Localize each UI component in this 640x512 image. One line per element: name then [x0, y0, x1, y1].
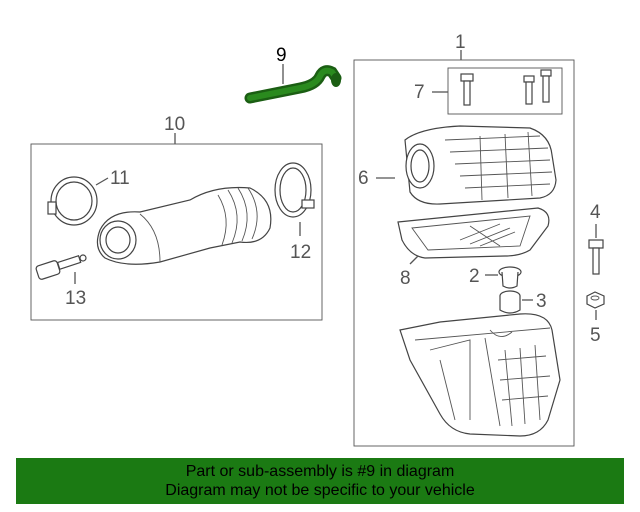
group-10-box [30, 143, 323, 321]
clamp-part-11[interactable] [47, 176, 98, 226]
filter-element-part-8[interactable] [397, 207, 550, 259]
callout-5: 5 [590, 325, 601, 346]
parts-diagram: 9 10 11 12 13 1 7 [30, 32, 605, 447]
leader-11 [95, 177, 109, 186]
bolts-box-7 [447, 67, 563, 115]
callout-8: 8 [400, 268, 411, 289]
callout-11: 11 [110, 168, 130, 189]
hose-part-9[interactable] [244, 65, 342, 104]
bolt-set-part-7[interactable] [460, 69, 552, 106]
banner-line-1: Part or sub-assembly is #9 in diagram [185, 463, 455, 480]
airbox-cover-part-6[interactable] [404, 125, 557, 205]
clamp-part-12[interactable] [274, 162, 315, 218]
nut-part-5[interactable] [586, 291, 605, 309]
group-1-box [353, 59, 575, 447]
callout-1: 1 [455, 32, 466, 53]
info-banner: Part or sub-assembly is #9 in diagram Di… [16, 458, 624, 504]
callout-9: 9 [276, 45, 287, 66]
grommet-part-2[interactable] [498, 266, 522, 289]
callout-12: 12 [290, 242, 311, 263]
bolt-part-4[interactable] [588, 239, 604, 275]
sensor-part-13[interactable] [35, 254, 87, 280]
callout-4: 4 [590, 202, 601, 223]
banner-line-2: Diagram may not be specific to your vehi… [165, 482, 475, 499]
bushing-part-3[interactable] [499, 290, 521, 314]
leader-8 [409, 255, 419, 265]
lower-housing[interactable] [399, 313, 561, 437]
callout-7: 7 [414, 82, 425, 103]
callout-3: 3 [536, 291, 547, 312]
callout-6: 6 [358, 168, 369, 189]
callout-13: 13 [65, 288, 86, 309]
callout-2: 2 [469, 266, 480, 287]
callout-10: 10 [164, 114, 185, 135]
intake-duct[interactable] [96, 186, 272, 265]
